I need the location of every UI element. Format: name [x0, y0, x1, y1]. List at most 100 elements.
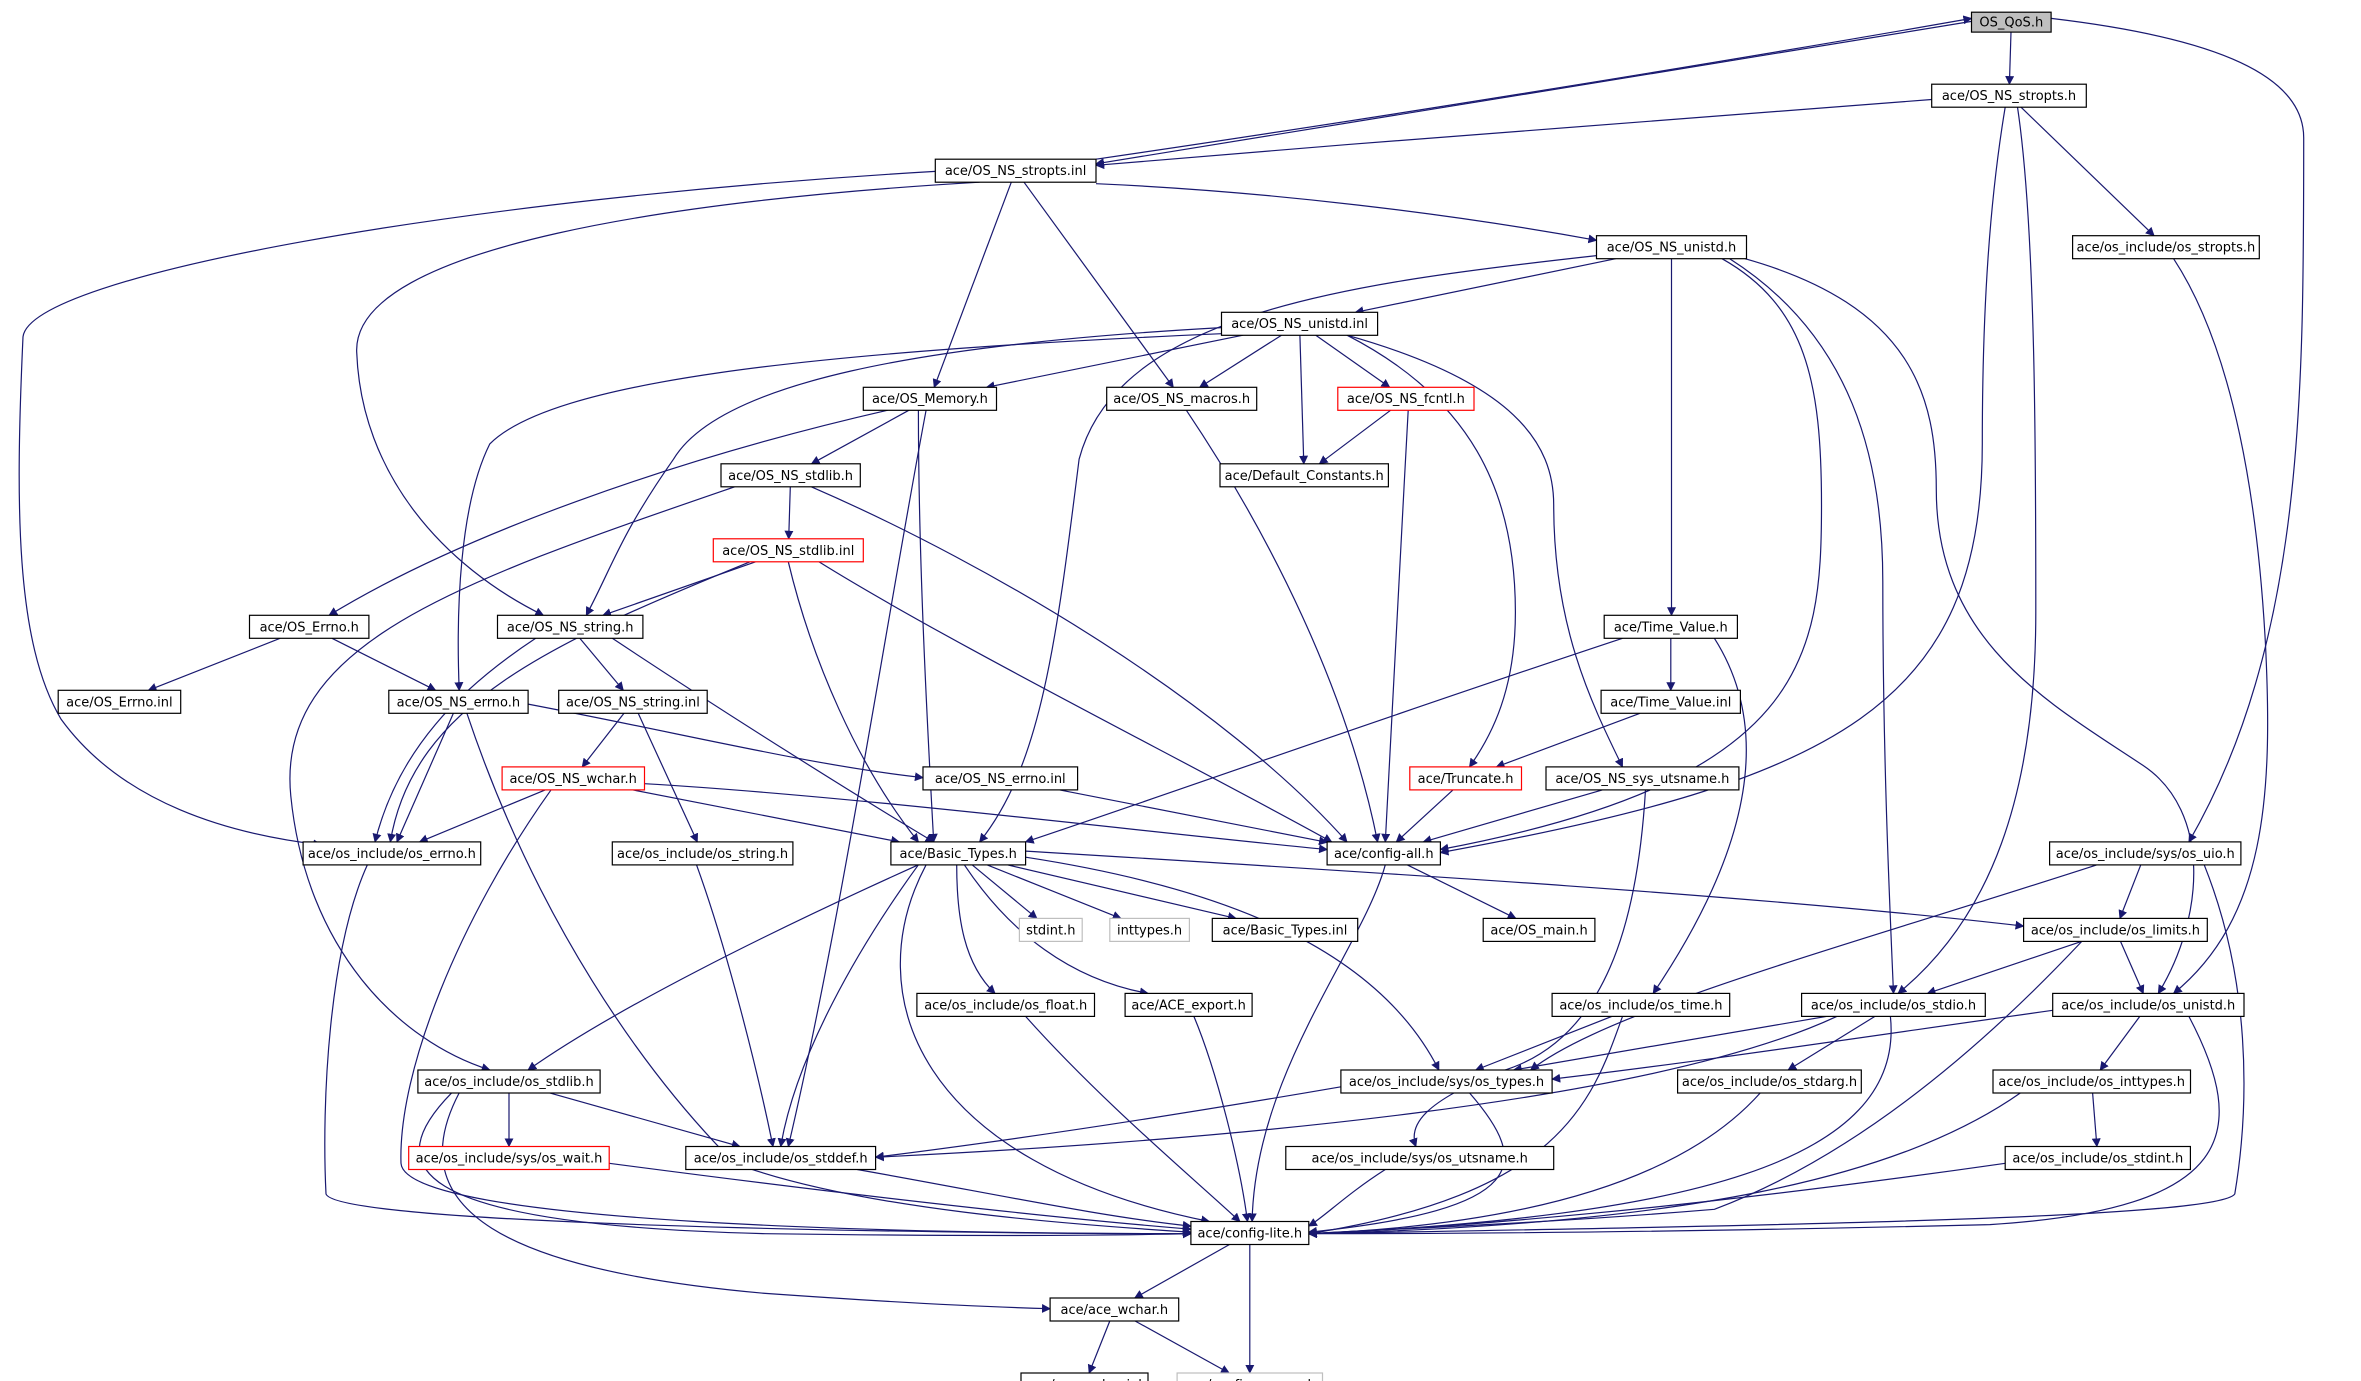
- file-node-label: ace/os_include/os_unistd.h: [2061, 998, 2235, 1013]
- edge-n43-n47: [609, 1162, 1192, 1234]
- file-node-box: [2052, 992, 2245, 1018]
- file-node-box: [1409, 766, 1523, 791]
- file-node-n5[interactable]: ace/os_include/os_stropts.h: [2072, 235, 2260, 260]
- file-node-label: ace/OS_NS_fcntl.h: [1347, 392, 1465, 407]
- file-node-box: [501, 766, 646, 791]
- file-node-n34[interactable]: ace/os_include/os_float.h: [916, 992, 1096, 1018]
- file-node-label: ace/OS_main.h: [1490, 923, 1587, 938]
- file-node-n13[interactable]: ace/OS_Errno.h: [248, 614, 370, 639]
- edge-n7-n13: [328, 409, 888, 616]
- edge-n3-n24: [18, 170, 936, 849]
- file-node-n15[interactable]: ace/Time_Value.h: [1603, 614, 1738, 639]
- file-node-n48[interactable]: ace/ace_wchar.h: [1049, 1297, 1180, 1322]
- file-node-n9[interactable]: ace/OS_NS_fcntl.h: [1337, 386, 1475, 411]
- edge-n23-n45: [1408, 789, 1647, 1148]
- file-node-label: ace/OS_NS_stdlib.inl: [722, 544, 854, 559]
- edge-n39-n44: [549, 1092, 741, 1149]
- file-node-box: [1595, 235, 1748, 260]
- edge-n3-n4: [1095, 183, 1598, 244]
- file-node-label: ace/os_include/os_stdlib.h: [424, 1075, 593, 1090]
- file-node-label: ace/os_include/os_errno.h: [308, 847, 476, 862]
- dependency-edges: [18, 15, 2305, 1374]
- edge-n23-n27: [1422, 789, 1603, 844]
- file-node-n31[interactable]: ace/Basic_Types.inl: [1211, 917, 1359, 943]
- file-node-n26[interactable]: ace/Basic_Types.h: [890, 841, 1027, 866]
- file-node-n20[interactable]: ace/OS_NS_wchar.h: [501, 766, 646, 791]
- file-node-n21[interactable]: ace/OS_NS_errno.inl: [922, 766, 1079, 791]
- file-node-n25[interactable]: ace/os_include/os_string.h: [611, 841, 794, 866]
- file-node-label: ace/Basic_Types.h: [899, 847, 1016, 862]
- file-node-n4[interactable]: ace/OS_NS_unistd.h: [1595, 235, 1748, 260]
- edge-n48-n50: [1134, 1320, 1230, 1374]
- edge-n10-n39: [289, 486, 735, 1072]
- edge-n12-n26: [787, 561, 919, 843]
- file-node-box: [1020, 1372, 1149, 1381]
- edge-n26-n44: [777, 864, 919, 1148]
- edge-n41-n47: [1307, 1092, 1761, 1238]
- file-node-n37[interactable]: ace/os_include/os_stdio.h: [1800, 992, 1986, 1018]
- file-node-n14[interactable]: ace/OS_NS_string.h: [496, 614, 644, 639]
- file-node-n8[interactable]: ace/OS_NS_macros.h: [1106, 386, 1258, 411]
- file-node-label: inttypes.h: [1117, 923, 1182, 938]
- file-node-n3[interactable]: ace/OS_NS_stropts.inl: [934, 158, 1097, 183]
- file-node-n45[interactable]: ace/os_include/sys/os_utsname.h: [1285, 1145, 1555, 1171]
- edge-n6-n14: [585, 327, 1222, 617]
- file-node-n23[interactable]: ace/OS_NS_sys_utsname.h: [1545, 766, 1740, 791]
- edge-n13-n16: [147, 637, 281, 692]
- edge-n2-n5: [2020, 106, 2155, 237]
- edge-n20-n24: [418, 789, 546, 843]
- file-node-label: ace/ace_wchar.inl: [1027, 1378, 1142, 1381]
- file-node-n12[interactable]: ace/OS_NS_stdlib.inl: [712, 538, 864, 563]
- file-node-n11[interactable]: ace/Default_Constants.h: [1219, 463, 1389, 488]
- file-node-box: [1551, 992, 1731, 1018]
- file-node-label: OS_QoS.h: [1979, 16, 2043, 31]
- edge-n47-n48: [1133, 1243, 1230, 1299]
- file-node-n10[interactable]: ace/OS_NS_stdlib.h: [720, 463, 861, 488]
- file-node-n49[interactable]: ace/ace_wchar.inl: [1020, 1372, 1149, 1381]
- file-node-n30: inttypes.h: [1109, 917, 1191, 943]
- file-node-n28[interactable]: ace/os_include/sys/os_uio.h: [2049, 841, 2242, 866]
- file-node-n44[interactable]: ace/os_include/os_stddef.h: [685, 1145, 877, 1171]
- file-node-n2[interactable]: ace/OS_NS_stropts.h: [1931, 83, 2087, 108]
- file-node-n17[interactable]: ace/OS_NS_errno.h: [388, 689, 529, 714]
- edge-n34-n47: [1025, 1016, 1241, 1223]
- file-node-n24[interactable]: ace/os_include/os_errno.h: [302, 841, 482, 866]
- file-node-n46[interactable]: ace/os_include/os_stdint.h: [2004, 1145, 2191, 1171]
- file-node-label: ace/ACE_export.h: [1131, 998, 1245, 1013]
- file-node-n35[interactable]: ace/ACE_export.h: [1124, 992, 1253, 1018]
- file-node-n39[interactable]: ace/os_include/os_stdlib.h: [417, 1069, 601, 1094]
- file-node-n47[interactable]: ace/config-lite.h: [1190, 1220, 1310, 1246]
- file-node-n18[interactable]: ace/OS_NS_string.inl: [558, 689, 708, 714]
- file-node-label: ace/os_include/sys/os_wait.h: [416, 1152, 603, 1167]
- file-node-label: ace/Truncate.h: [1418, 772, 1514, 787]
- file-node-n33[interactable]: ace/os_include/os_limits.h: [2022, 917, 2208, 943]
- edge-n2-n27: [1439, 107, 2006, 856]
- file-node-box: [1219, 463, 1389, 488]
- file-node-n16[interactable]: ace/OS_Errno.inl: [57, 689, 182, 714]
- file-node-n19[interactable]: ace/Time_Value.inl: [1600, 689, 1741, 714]
- file-node-box: [916, 992, 1096, 1018]
- file-node-label: ace/OS_NS_errno.h: [397, 695, 521, 710]
- file-node-label: ace/config-macros.h: [1184, 1378, 1316, 1381]
- file-node-n6[interactable]: ace/OS_NS_unistd.inl: [1220, 311, 1379, 336]
- file-node-n42[interactable]: ace/os_include/os_inttypes.h: [1992, 1069, 2192, 1094]
- file-node-n27[interactable]: ace/config-all.h: [1326, 841, 1441, 866]
- edge-n1-n2: [2005, 32, 2015, 86]
- file-node-n40[interactable]: ace/os_include/sys/os_types.h: [1340, 1069, 1553, 1094]
- file-node-n38[interactable]: ace/os_include/os_unistd.h: [2052, 992, 2245, 1018]
- file-node-n7[interactable]: ace/OS_Memory.h: [862, 386, 998, 411]
- edge-n6-n17: [454, 333, 1222, 692]
- edge-n22-n27: [1395, 789, 1454, 843]
- file-node-n43[interactable]: ace/os_include/sys/os_wait.h: [408, 1145, 610, 1171]
- file-node-box: [57, 689, 182, 714]
- file-node-n22[interactable]: ace/Truncate.h: [1409, 766, 1523, 791]
- file-node-box: [1190, 1220, 1310, 1246]
- file-node-box: [1220, 311, 1379, 336]
- file-node-box: [1800, 992, 1986, 1018]
- file-node-n32[interactable]: ace/OS_main.h: [1482, 917, 1596, 943]
- file-node-box: [417, 1069, 601, 1094]
- edge-n42-n46: [2091, 1092, 2101, 1148]
- edge-n28-n40: [1529, 864, 2098, 1071]
- file-node-n36[interactable]: ace/os_include/os_time.h: [1551, 992, 1731, 1018]
- file-node-n41[interactable]: ace/os_include/os_stdarg.h: [1676, 1069, 1862, 1094]
